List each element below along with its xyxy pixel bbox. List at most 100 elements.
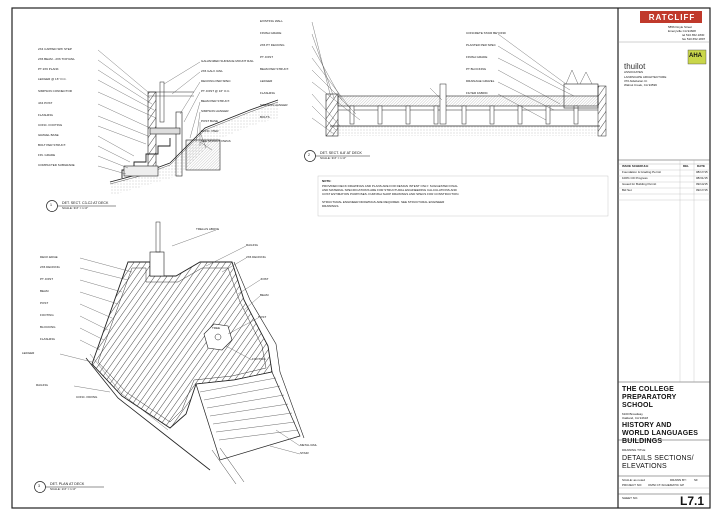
- d2-callout: 2X6 PT DECKING: [260, 43, 285, 47]
- d3-callout: LEDGER: [22, 351, 35, 355]
- d1-callout: SEE STRUCT. DWGS: [201, 139, 231, 143]
- consultant-line-3: Walnut Creek, CA 94596: [624, 83, 657, 87]
- detail-3-title: DET. PLAN AT DECK: [50, 482, 85, 486]
- d1-callout: 2X6 BEAM - 2X6 TOP RAIL: [38, 57, 76, 61]
- d2-callout: FINISH GRADE: [466, 55, 488, 59]
- detail-2-scale: SCALE: 3/4" = 1'-0": [320, 156, 347, 160]
- d3-callout: JOIST: [260, 277, 269, 281]
- issue-row: Bid Set: [622, 188, 632, 192]
- title-block: [618, 11, 710, 495]
- d3-callout: FOOTING: [252, 357, 266, 361]
- d3-callout: METAL RAIL: [300, 443, 318, 447]
- d2-callout: PT JOIST: [260, 55, 274, 59]
- detail-1-scale: SCALE: 3/4" = 1'-0": [62, 206, 89, 210]
- d1-callout: POST BASE: [201, 119, 218, 123]
- detail-3-scale: SCALE: 1/4" = 1'-0": [50, 487, 77, 491]
- consultant-line-2: 370 Aldebaran Ct: [624, 79, 648, 83]
- issue-schedule-del: DEL: [683, 164, 689, 168]
- d2-callout: SIMPSON HANGER: [260, 103, 288, 107]
- detail-2-drawing: [304, 21, 607, 162]
- project-no-value: OMNI CT-SCHEMATIC GP: [648, 483, 685, 487]
- d1-callout: GALVANIZED SURFACE MOUNT RAIL: [201, 59, 254, 63]
- note-line: AND MATERIAL SPECIFICATIONS ARE FOR STRU…: [322, 188, 457, 192]
- client-address-1: 6100 Broadway: [622, 412, 643, 416]
- issue-row: Issued for Building Permit: [622, 182, 657, 186]
- d3-callout: FOOTING: [40, 313, 54, 317]
- d1-callout: CONC. FOOTING: [38, 123, 63, 127]
- note-line: PROVIDED DECK DRAWINGS AND PLANS ARE FOR…: [322, 184, 458, 188]
- client-address-2: Oakland, CA 94618: [622, 416, 649, 420]
- firm-logo-bar: [640, 11, 702, 23]
- consultant-line-1: LANDSCAPE ARCHITECTURE: [624, 75, 667, 79]
- d1-callout: FLASHING: [38, 113, 54, 117]
- d1-callout: BEAM PER STRUCT.: [201, 99, 231, 103]
- issue-schedule-date: DATE: [697, 164, 705, 168]
- detail-2-number: 2: [308, 153, 310, 157]
- sheet-number: L7.1: [680, 494, 705, 508]
- project-name-2: WORLD LANGUAGES: [622, 430, 699, 437]
- d1-callout: PT JOIST @ 16" O.C.: [201, 89, 231, 93]
- d3-callout: BEAM: [40, 289, 49, 293]
- note-heading: NOTE:: [322, 179, 332, 183]
- d1-callout: 4X4 POST: [38, 101, 53, 105]
- issue-schedule-header: ISSUE SCHEDULE: [622, 164, 649, 168]
- d1-callout: SIMPSON HANGER: [201, 109, 229, 113]
- issue-row: Foundation & Grading Permit: [622, 170, 661, 174]
- d1-callout: 2X6 GALV. RAIL: [201, 69, 224, 73]
- d3-callout: 2X6 DECKING: [246, 255, 266, 259]
- d2-callout: FLASHING: [260, 91, 276, 95]
- d2-callout: CONCRETE STAIR BEYOND: [466, 31, 506, 35]
- issue-row-date: 09/17/15: [696, 188, 708, 192]
- consultant-sub: ASSOCIATES: [624, 70, 643, 74]
- detail-1-drawing: [46, 49, 279, 212]
- detail-3-number: 3: [38, 484, 40, 488]
- sheet-title-2: ELEVATIONS: [622, 463, 667, 470]
- d3-callout: FLASHING: [40, 337, 56, 341]
- d1-callout: FIN. GRADE: [38, 153, 56, 157]
- note-box: [317, 175, 609, 217]
- note-line: COST ESTIMATION PURPOSES. FURNISH SHOP D…: [322, 192, 460, 196]
- drawn-label: DRAWN BY:: [670, 478, 687, 482]
- d3-callout: STAIR: [300, 451, 309, 455]
- d1-callout: BOLT PER STRUCT.: [38, 143, 67, 147]
- d1-callout: GRAVEL BASE: [38, 133, 59, 137]
- d3-callout: CONC. PAVING: [76, 395, 98, 399]
- project-no-label: PROJECT NO:: [622, 483, 643, 487]
- d2-callout: EXISTING WALL: [260, 19, 283, 23]
- note-line: STRUCTURAL ENGINEER DRAWINGS ARE REQUIRE…: [322, 200, 445, 204]
- consultant-logo-mark: [687, 49, 707, 65]
- firm-logo: RATCLIFF: [648, 13, 696, 22]
- d1-callout: 2X4 CAPPED SPF STEP: [38, 47, 72, 51]
- client-line-1: THE COLLEGE: [622, 386, 674, 393]
- firm-address-1: 5856 Doyle Street: [668, 25, 693, 29]
- scale-label: SCALE: as noted: [622, 478, 646, 482]
- detail-1-title: DET. SECT. C3-C2 AT DECK: [62, 201, 109, 205]
- d2-callout: DRAINAGE GRAVEL: [466, 79, 495, 83]
- d3-callout: RAILING: [36, 383, 49, 387]
- issue-row-date: 09/14/15: [696, 182, 708, 186]
- d3-callout: POST: [258, 315, 267, 319]
- consultant-name: thuilot: [624, 62, 646, 71]
- project-name-1: HISTORY AND: [622, 422, 672, 429]
- d2-callout: LEDGER: [260, 79, 273, 83]
- d3-callout: BLOCKING: [40, 325, 56, 329]
- firm-fax: fax 510.652.1897: [682, 37, 706, 41]
- d3-callout: RAILING: [246, 243, 259, 247]
- d2-callout: BOLTS: [260, 115, 270, 119]
- d3-callout: TRELLIS ABOVE: [196, 227, 220, 231]
- issue-row: 100% CD Progress: [622, 176, 648, 180]
- d3-callout: PT JOIST: [40, 277, 54, 281]
- drawn-value: SF: [694, 478, 698, 482]
- note-line: DRAWINGS.: [322, 204, 340, 208]
- drawing-title-label: DRAWING TITLE: [622, 448, 646, 452]
- client-line-2: PREPARATORY: [622, 394, 677, 401]
- consultant-logo: AHA: [689, 53, 702, 59]
- d3-callout: POST: [40, 301, 49, 305]
- detail-1-number: 1: [50, 203, 52, 207]
- detail-2-title: DET. SECT. 6-8' AT DECK: [320, 151, 362, 155]
- firm-phone: tel 510.652.1830: [682, 33, 705, 37]
- client-line-3: SCHOOL: [622, 402, 654, 409]
- d2-callout: FILTER FABRIC: [466, 91, 488, 95]
